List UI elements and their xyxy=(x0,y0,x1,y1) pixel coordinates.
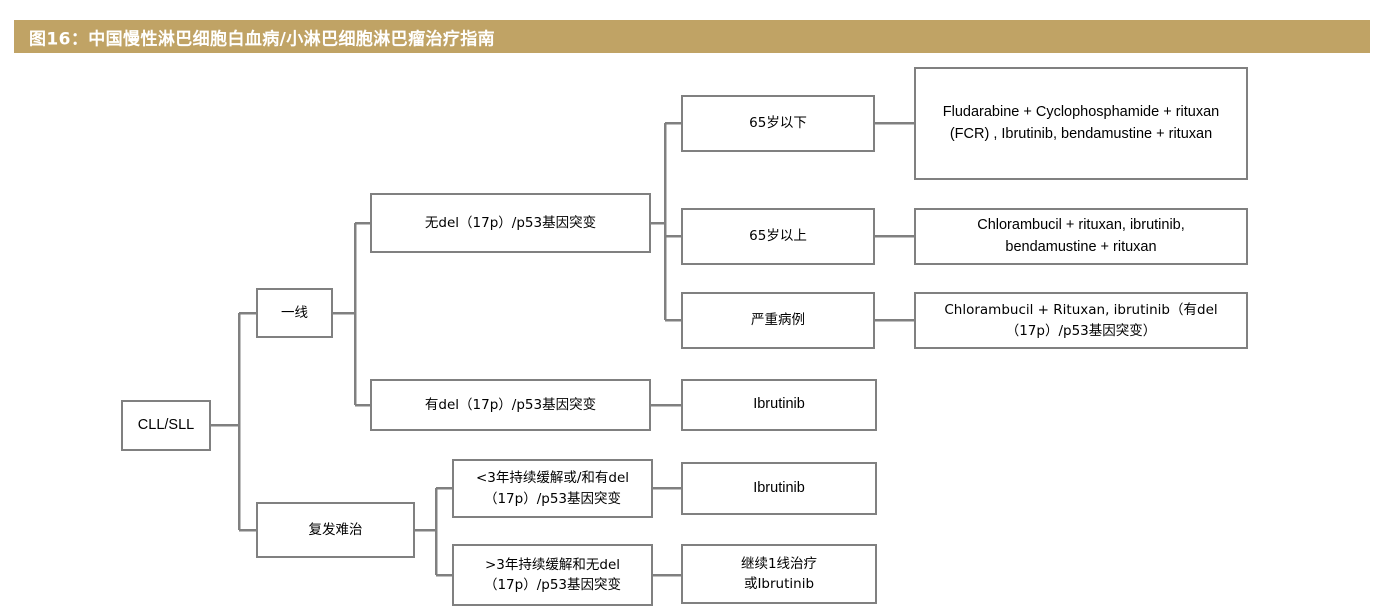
node-has-del17p[interactable]: 有del（17p）/p53基因突变 xyxy=(370,379,651,431)
node-relapse-over-3-years[interactable]: >3年持续缓解和无del （17p）/p53基因突变 xyxy=(452,544,653,606)
node-relapse-under-3-years[interactable]: <3年持续缓解或/和有del （17p）/p53基因突变 xyxy=(452,459,653,518)
node-treatment-severe-line2: （17p）/p53基因突变） xyxy=(1005,322,1157,339)
node-treatment-under-65-line2: (FCR) , Ibrutinib, bendamustine + rituxa… xyxy=(949,125,1213,142)
node-treatment-over-65-line1: Chlorambucil + rituxan, ibrutinib, xyxy=(977,216,1185,233)
node-treatment-relapse-under-3-years[interactable]: Ibrutinib xyxy=(681,462,877,515)
node-relapsed-refractory[interactable]: 复发难治 xyxy=(256,502,415,558)
node-severe-case[interactable]: 严重病例 xyxy=(681,292,875,349)
node-treatment-relapse-over-3-years-line2: 或Ibrutinib xyxy=(743,576,815,592)
node-age-under-65[interactable]: 65岁以下 xyxy=(681,95,875,152)
node-age-under-65-label: 65岁以下 xyxy=(749,115,807,132)
node-relapsed-refractory-label: 复发难治 xyxy=(308,521,363,538)
node-relapse-over-3-years-line1: >3年持续缓解和无del xyxy=(484,556,621,573)
figure-title-text: 图16：中国慢性淋巴细胞白血病/小淋巴细胞淋巴瘤治疗指南 xyxy=(29,29,496,49)
node-root-cll-sll[interactable]: CLL/SLL xyxy=(121,400,211,451)
node-treatment-under-65[interactable]: Fludarabine + Cyclophosphamide + rituxan… xyxy=(914,67,1248,180)
node-treatment-relapse-over-3-years-line1: 继续1线治疗 xyxy=(740,555,818,572)
node-no-del17p[interactable]: 无del（17p）/p53基因突变 xyxy=(370,193,651,253)
node-age-over-65[interactable]: 65岁以上 xyxy=(681,208,875,265)
node-first-line-label: 一线 xyxy=(281,304,308,321)
node-relapse-over-3-years-line2: （17p）/p53基因突变 xyxy=(483,577,622,593)
node-treatment-under-65-line1: Fludarabine + Cyclophosphamide + rituxan xyxy=(942,103,1220,120)
node-relapse-under-3-years-line1: <3年持续缓解或/和有del xyxy=(475,470,630,487)
node-treatment-has-del17p-label: Ibrutinib xyxy=(753,396,805,413)
node-first-line-therapy[interactable]: 一线 xyxy=(256,288,333,338)
node-treatment-relapse-under-3-years-label: Ibrutinib xyxy=(753,479,805,496)
node-treatment-severe[interactable]: Chlorambucil + Rituxan, ibrutinib（有del （… xyxy=(914,292,1248,349)
node-treatment-over-65-line2: bendamustine + rituxan xyxy=(1005,238,1157,255)
node-has-del17p-label: 有del（17p）/p53基因突变 xyxy=(424,396,597,413)
node-treatment-has-del17p[interactable]: Ibrutinib xyxy=(681,379,877,431)
node-treatment-relapse-over-3-years[interactable]: 继续1线治疗 或Ibrutinib xyxy=(681,544,877,604)
node-treatment-over-65[interactable]: Chlorambucil + rituxan, ibrutinib, benda… xyxy=(914,208,1248,265)
node-age-over-65-label: 65岁以上 xyxy=(749,228,807,245)
node-no-del17p-label: 无del（17p）/p53基因突变 xyxy=(424,214,597,231)
node-severe-case-label: 严重病例 xyxy=(751,312,805,329)
figure-title-banner: 图16：中国慢性淋巴细胞白血病/小淋巴细胞淋巴瘤治疗指南 xyxy=(14,20,1370,53)
node-treatment-severe-line1: Chlorambucil + Rituxan, ibrutinib（有del xyxy=(944,302,1218,319)
node-relapse-under-3-years-line2: （17p）/p53基因突变 xyxy=(483,490,622,507)
node-root-label: CLL/SLL xyxy=(137,416,195,433)
